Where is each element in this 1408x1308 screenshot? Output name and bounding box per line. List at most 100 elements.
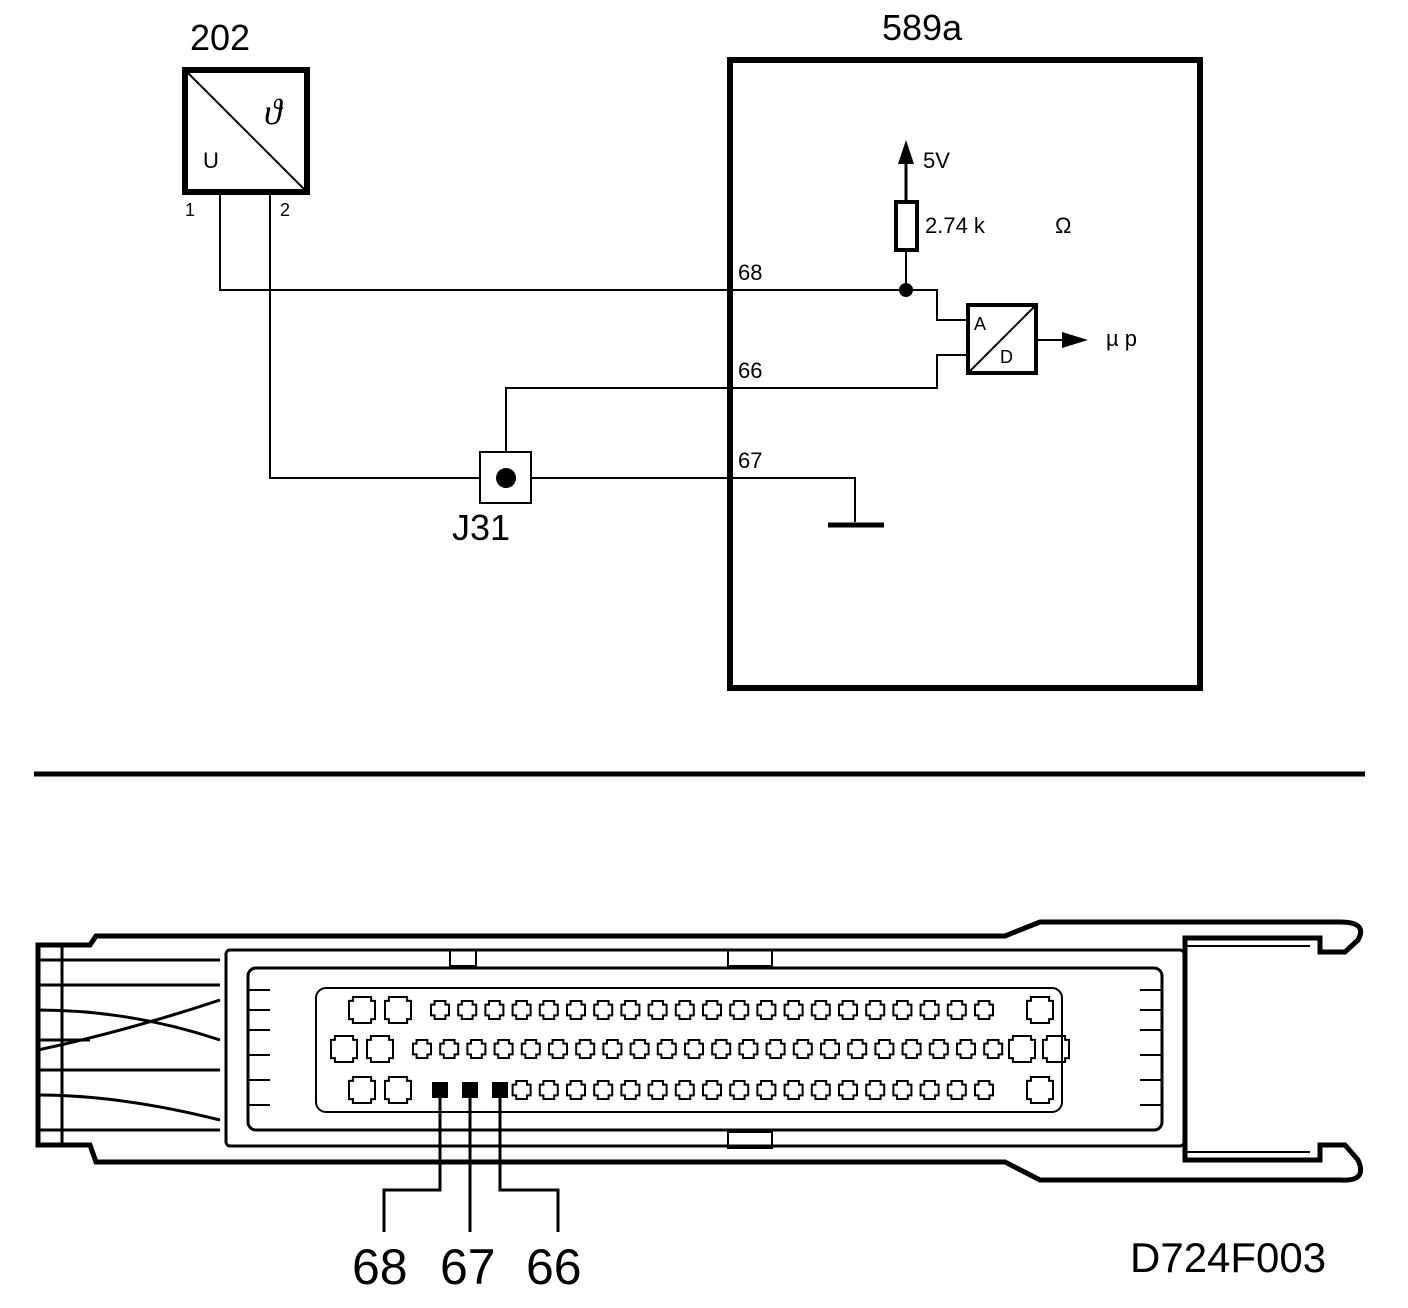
connector-pin xyxy=(783,1000,804,1020)
connector-pin xyxy=(711,1039,732,1059)
connector-pin xyxy=(874,1039,895,1059)
pin-68-label: 68 xyxy=(738,260,762,285)
figure-reference: D724F003 xyxy=(1130,1234,1326,1281)
connector-pin xyxy=(593,1000,614,1020)
connector-pin xyxy=(729,1080,750,1100)
connector-pin xyxy=(756,1080,777,1100)
callout-line-66 xyxy=(498,1098,560,1232)
connector-pin xyxy=(1026,996,1054,1024)
connector-pin xyxy=(892,1080,913,1100)
junction-id: J31 xyxy=(452,507,510,548)
connector-pin xyxy=(566,1000,586,1020)
connector-pin xyxy=(674,1000,695,1020)
connector-pin xyxy=(810,1000,831,1020)
sensor-u-symbol: U xyxy=(203,148,219,173)
pin-67-marker xyxy=(462,1082,478,1098)
connector-pin xyxy=(484,1000,505,1020)
resistor-symbol xyxy=(894,200,919,252)
connector-pin xyxy=(892,1000,913,1020)
connector-pin xyxy=(810,1080,831,1100)
connector-pin xyxy=(1042,1035,1070,1063)
connector-pin xyxy=(620,1000,641,1020)
connector-pin xyxy=(684,1039,704,1059)
connector-pin xyxy=(820,1039,840,1059)
connector-pin xyxy=(430,1000,450,1020)
connector-pin xyxy=(1008,1035,1036,1063)
connector-pin xyxy=(838,1080,858,1100)
junction-dot xyxy=(496,468,516,488)
sensor-box xyxy=(182,67,310,195)
connector-pin xyxy=(548,1039,568,1059)
connector-pin xyxy=(702,1000,722,1020)
connector-pin xyxy=(348,996,376,1024)
connector-illustration xyxy=(35,919,1364,1183)
connector-pin xyxy=(865,1080,886,1100)
connector-pin xyxy=(511,1080,532,1100)
connector-pin xyxy=(647,1080,668,1100)
connector-pin xyxy=(946,1000,967,1020)
connector-pin xyxy=(946,1080,967,1100)
connector-pin xyxy=(702,1080,722,1100)
connector-pin xyxy=(847,1039,868,1059)
connector-pin-grid xyxy=(330,996,1070,1104)
wire-pin66 xyxy=(505,354,968,478)
connector-pin xyxy=(493,1039,514,1059)
wire-pin2-to-j31 xyxy=(269,194,480,479)
callout-label-66: 66 xyxy=(526,1239,582,1295)
connector-pin xyxy=(783,1080,804,1100)
connector-pin xyxy=(674,1080,695,1100)
connector-pin xyxy=(575,1039,596,1059)
ad-converter-d: D xyxy=(1000,347,1013,367)
microprocessor-label: µ p xyxy=(1106,326,1137,351)
connector-pin xyxy=(838,1000,858,1020)
connector-pin xyxy=(593,1080,614,1100)
connector-pin xyxy=(602,1039,623,1059)
control-unit-box xyxy=(727,57,1203,691)
sensor-diagonal xyxy=(186,71,306,191)
connector-pin xyxy=(738,1039,759,1059)
connector-pin xyxy=(466,1039,487,1059)
connector-pin xyxy=(439,1039,460,1059)
connector-pin xyxy=(384,1076,412,1104)
callout-line-68 xyxy=(382,1098,442,1232)
connector-pin xyxy=(566,1080,586,1100)
resistor-unit: Ω xyxy=(1055,213,1071,238)
sensor-theta-symbol: ϑ xyxy=(264,92,284,132)
connector-pin xyxy=(620,1080,641,1100)
supply-arrow-icon xyxy=(898,140,914,164)
sensor-pin2-label: 2 xyxy=(280,200,290,220)
connector-pin xyxy=(919,1000,940,1020)
output-arrow-icon xyxy=(1062,332,1088,348)
connector-pin xyxy=(647,1000,668,1020)
connector-pin xyxy=(348,1076,376,1104)
connector-pin xyxy=(865,1000,886,1020)
connector-pin xyxy=(956,1039,976,1059)
callout-label-68: 68 xyxy=(352,1239,408,1295)
sensor-pin1-label: 1 xyxy=(185,200,195,220)
connector-pin xyxy=(520,1039,541,1059)
pin-67-label: 67 xyxy=(738,448,762,473)
connector-pin xyxy=(629,1039,650,1059)
connector-pin xyxy=(457,1000,478,1020)
connector-pin xyxy=(974,1000,994,1020)
connector-pin xyxy=(729,1000,750,1020)
connector-pin xyxy=(538,1080,559,1100)
connector-pin xyxy=(1026,1076,1054,1104)
connector-pin xyxy=(901,1039,922,1059)
pin-callouts xyxy=(382,1082,560,1232)
connector-pin xyxy=(792,1039,813,1059)
callout-label-67: 67 xyxy=(440,1239,496,1295)
connector-pin xyxy=(919,1080,940,1100)
control-unit-id: 589a xyxy=(882,7,963,48)
wire-pin67-ground xyxy=(531,477,856,522)
connector-pin xyxy=(384,996,412,1024)
connector-pin xyxy=(330,1035,358,1063)
connector-pin xyxy=(511,1000,532,1020)
connector-pin xyxy=(538,1000,559,1020)
wire-pin68 xyxy=(219,194,905,291)
connector-pin xyxy=(974,1080,994,1100)
connector-pin xyxy=(765,1039,786,1059)
connector-pin xyxy=(756,1000,777,1020)
connector-pin xyxy=(928,1039,949,1059)
